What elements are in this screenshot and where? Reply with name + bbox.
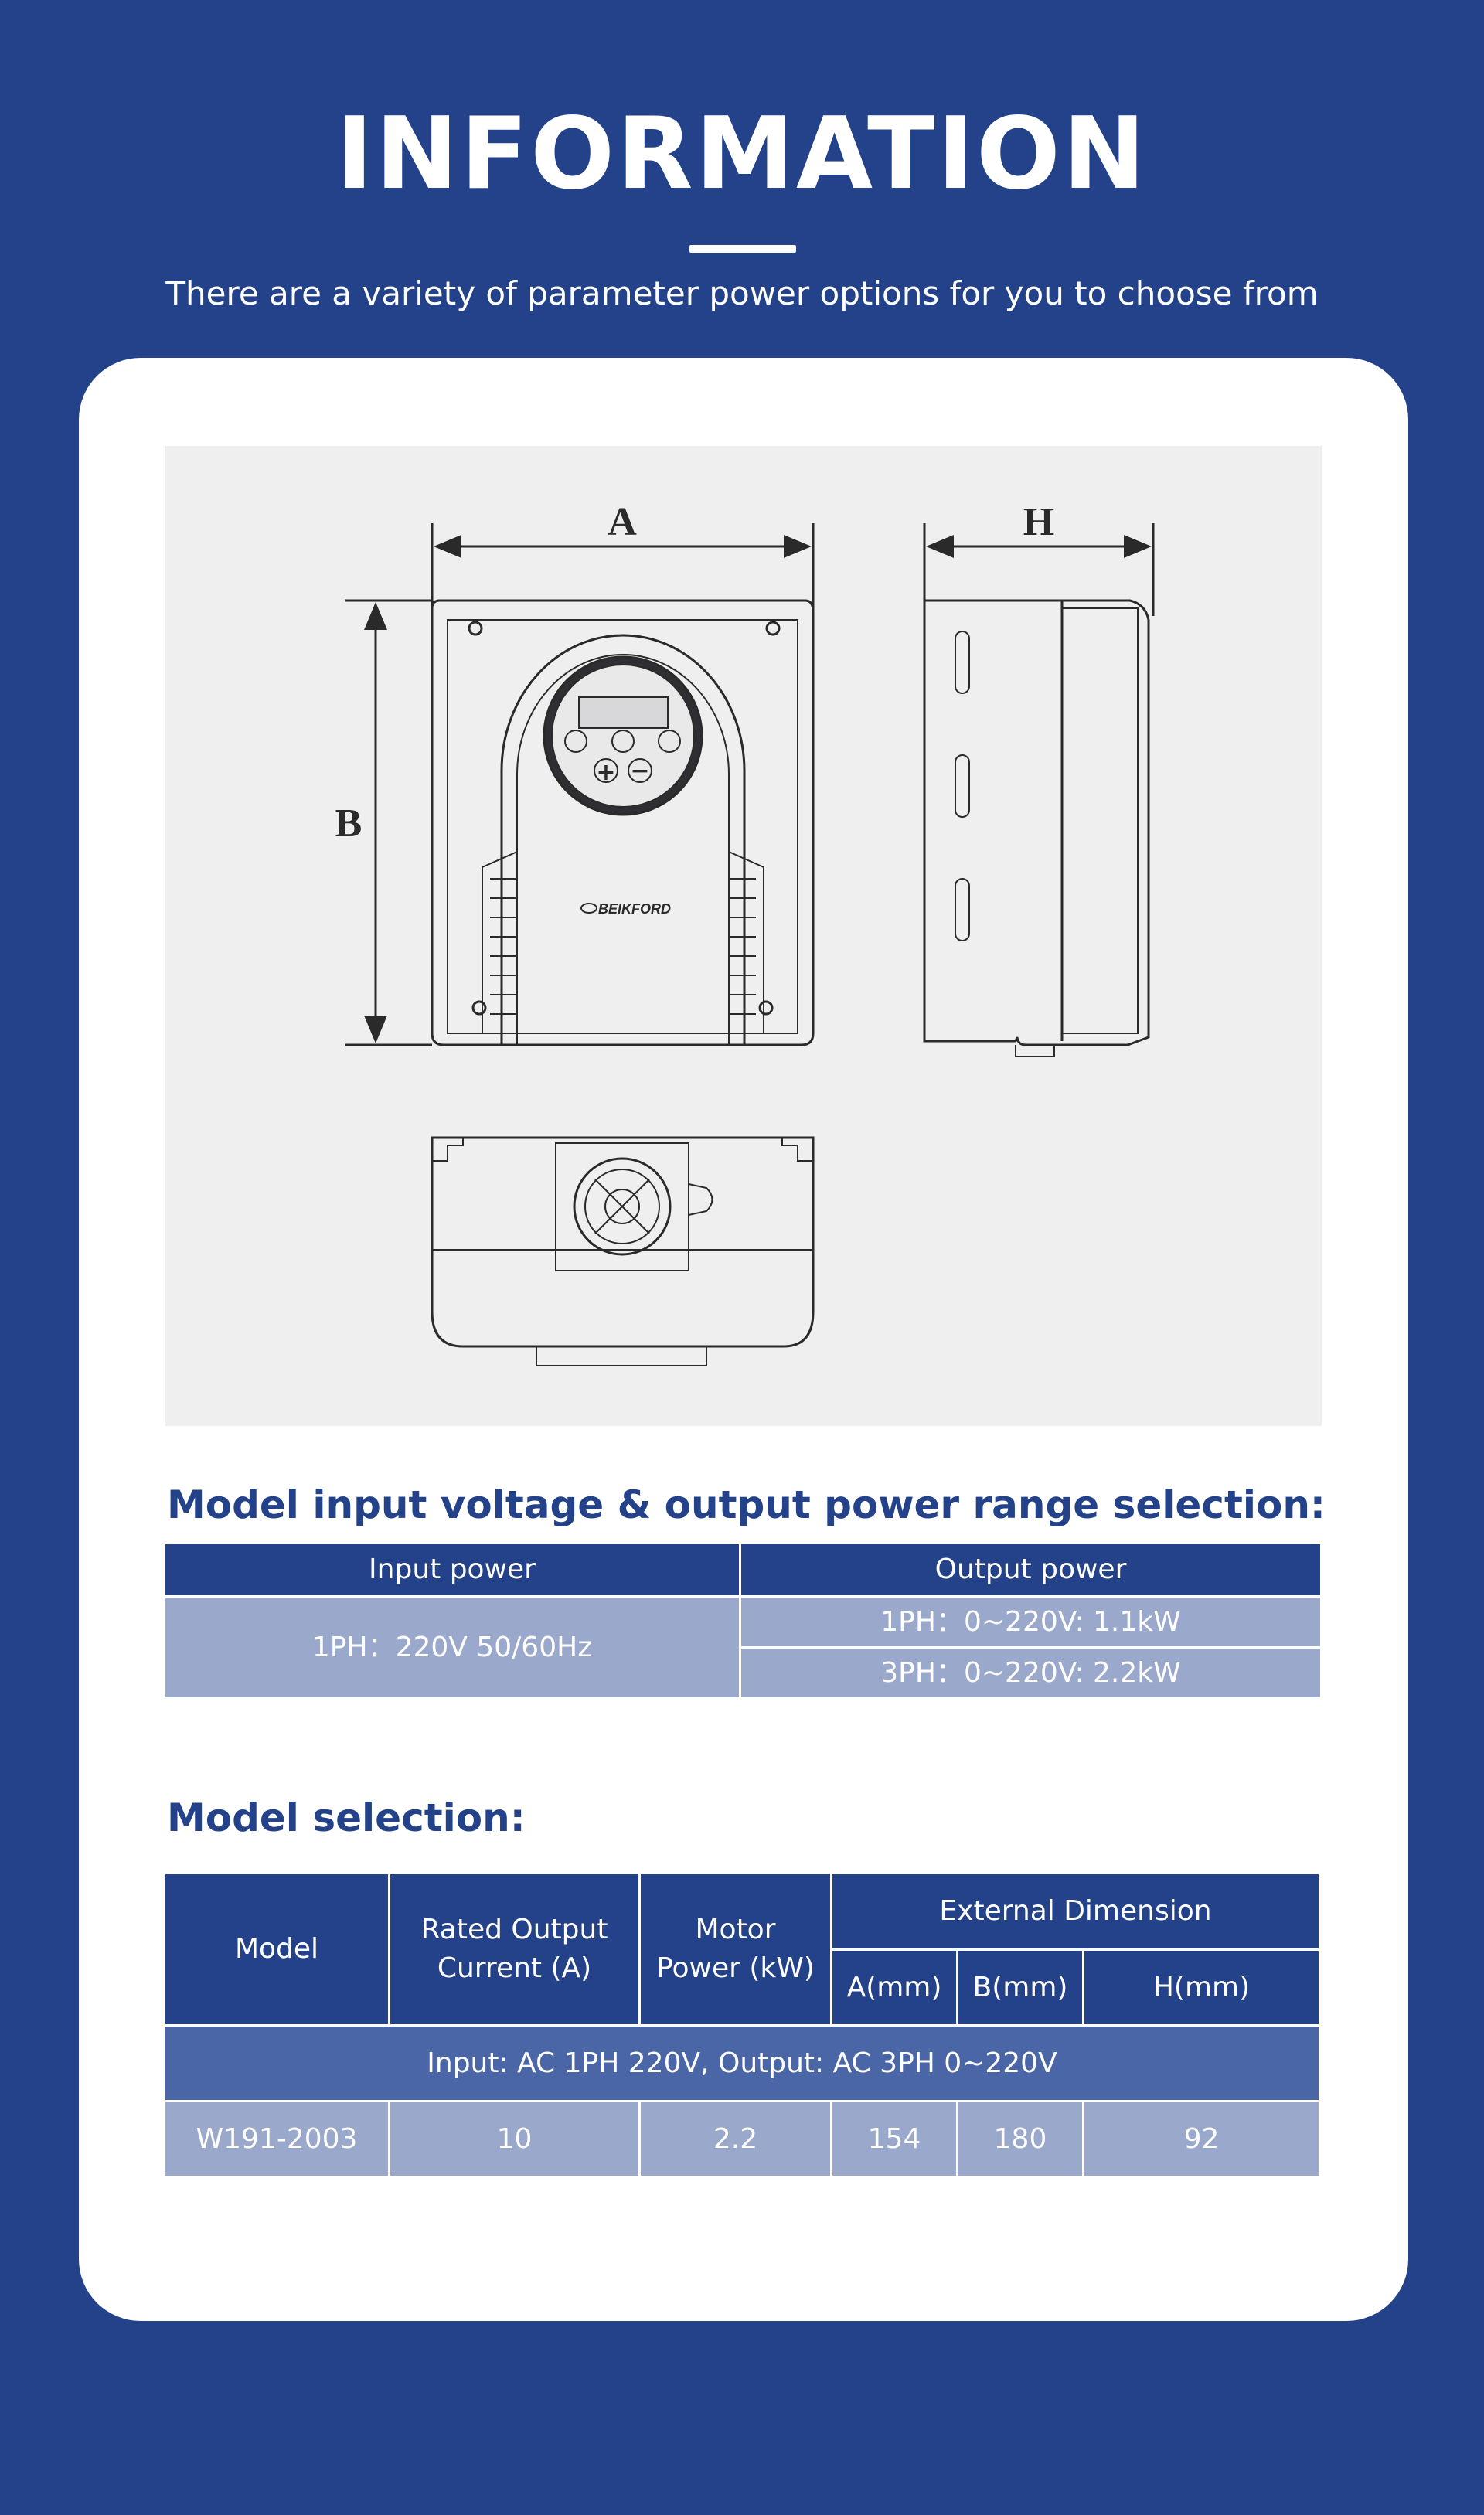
header-h-mm: H(mm) <box>1082 1948 1319 2024</box>
power-range-table: Input power Output power 1PH：220V 50/60H… <box>165 1544 1320 1697</box>
svg-text:+: + <box>596 759 615 786</box>
row-model: W191-2003 <box>165 2100 388 2176</box>
side-view <box>923 599 1150 1057</box>
header-a-mm: A(mm) <box>830 1948 956 2024</box>
dimension-a-label: A <box>608 500 637 544</box>
row-dim-b: 180 <box>956 2100 1082 2176</box>
dimension-b-label: B <box>335 801 362 846</box>
technical-drawing: A H B <box>165 446 1322 1426</box>
dimension-h: H <box>923 500 1155 616</box>
power-table-title: Model input voltage & output power range… <box>167 1482 1326 1527</box>
title-underline <box>689 245 796 253</box>
header-motor-power: Motor Power (kW) <box>638 1874 830 2024</box>
group-label-row: Input: AC 1PH 220V, Output: AC 3PH 0~220… <box>165 2024 1319 2100</box>
dimension-b: B <box>335 599 432 1046</box>
svg-text:−: − <box>630 757 649 784</box>
header-input-power: Input power <box>165 1544 739 1595</box>
front-view: + − BEIKFORD <box>431 599 815 1046</box>
row-dim-h: 92 <box>1082 2100 1319 2176</box>
output-power-1ph: 1PH：0~220V: 1.1kW <box>739 1595 1320 1646</box>
model-selection-table: Model Rated Output Current (A) Motor Pow… <box>165 1874 1319 2176</box>
row-rated-current: 10 <box>388 2100 638 2176</box>
header-external-dimension: External Dimension <box>830 1874 1319 1948</box>
header-output-power: Output power <box>739 1544 1320 1595</box>
input-power-value: 1PH：220V 50/60Hz <box>165 1595 739 1697</box>
page-title: INFORMATION <box>336 97 1148 212</box>
output-power-3ph: 3PH：0~220V: 2.2kW <box>739 1646 1320 1697</box>
row-dim-a: 154 <box>830 2100 956 2176</box>
brand-logo: BEIKFORD <box>598 901 671 917</box>
dimension-a: A <box>431 500 815 616</box>
model-table-title: Model selection: <box>167 1795 526 1840</box>
bottom-view <box>431 1136 815 1366</box>
header-b-mm: B(mm) <box>956 1948 1082 2024</box>
page-subtitle: There are a variety of parameter power o… <box>165 274 1319 312</box>
header-rated-current: Rated Output Current (A) <box>388 1874 638 2024</box>
row-motor-power: 2.2 <box>638 2100 830 2176</box>
header-model: Model <box>165 1874 388 2024</box>
dimension-h-label: H <box>1023 500 1054 544</box>
